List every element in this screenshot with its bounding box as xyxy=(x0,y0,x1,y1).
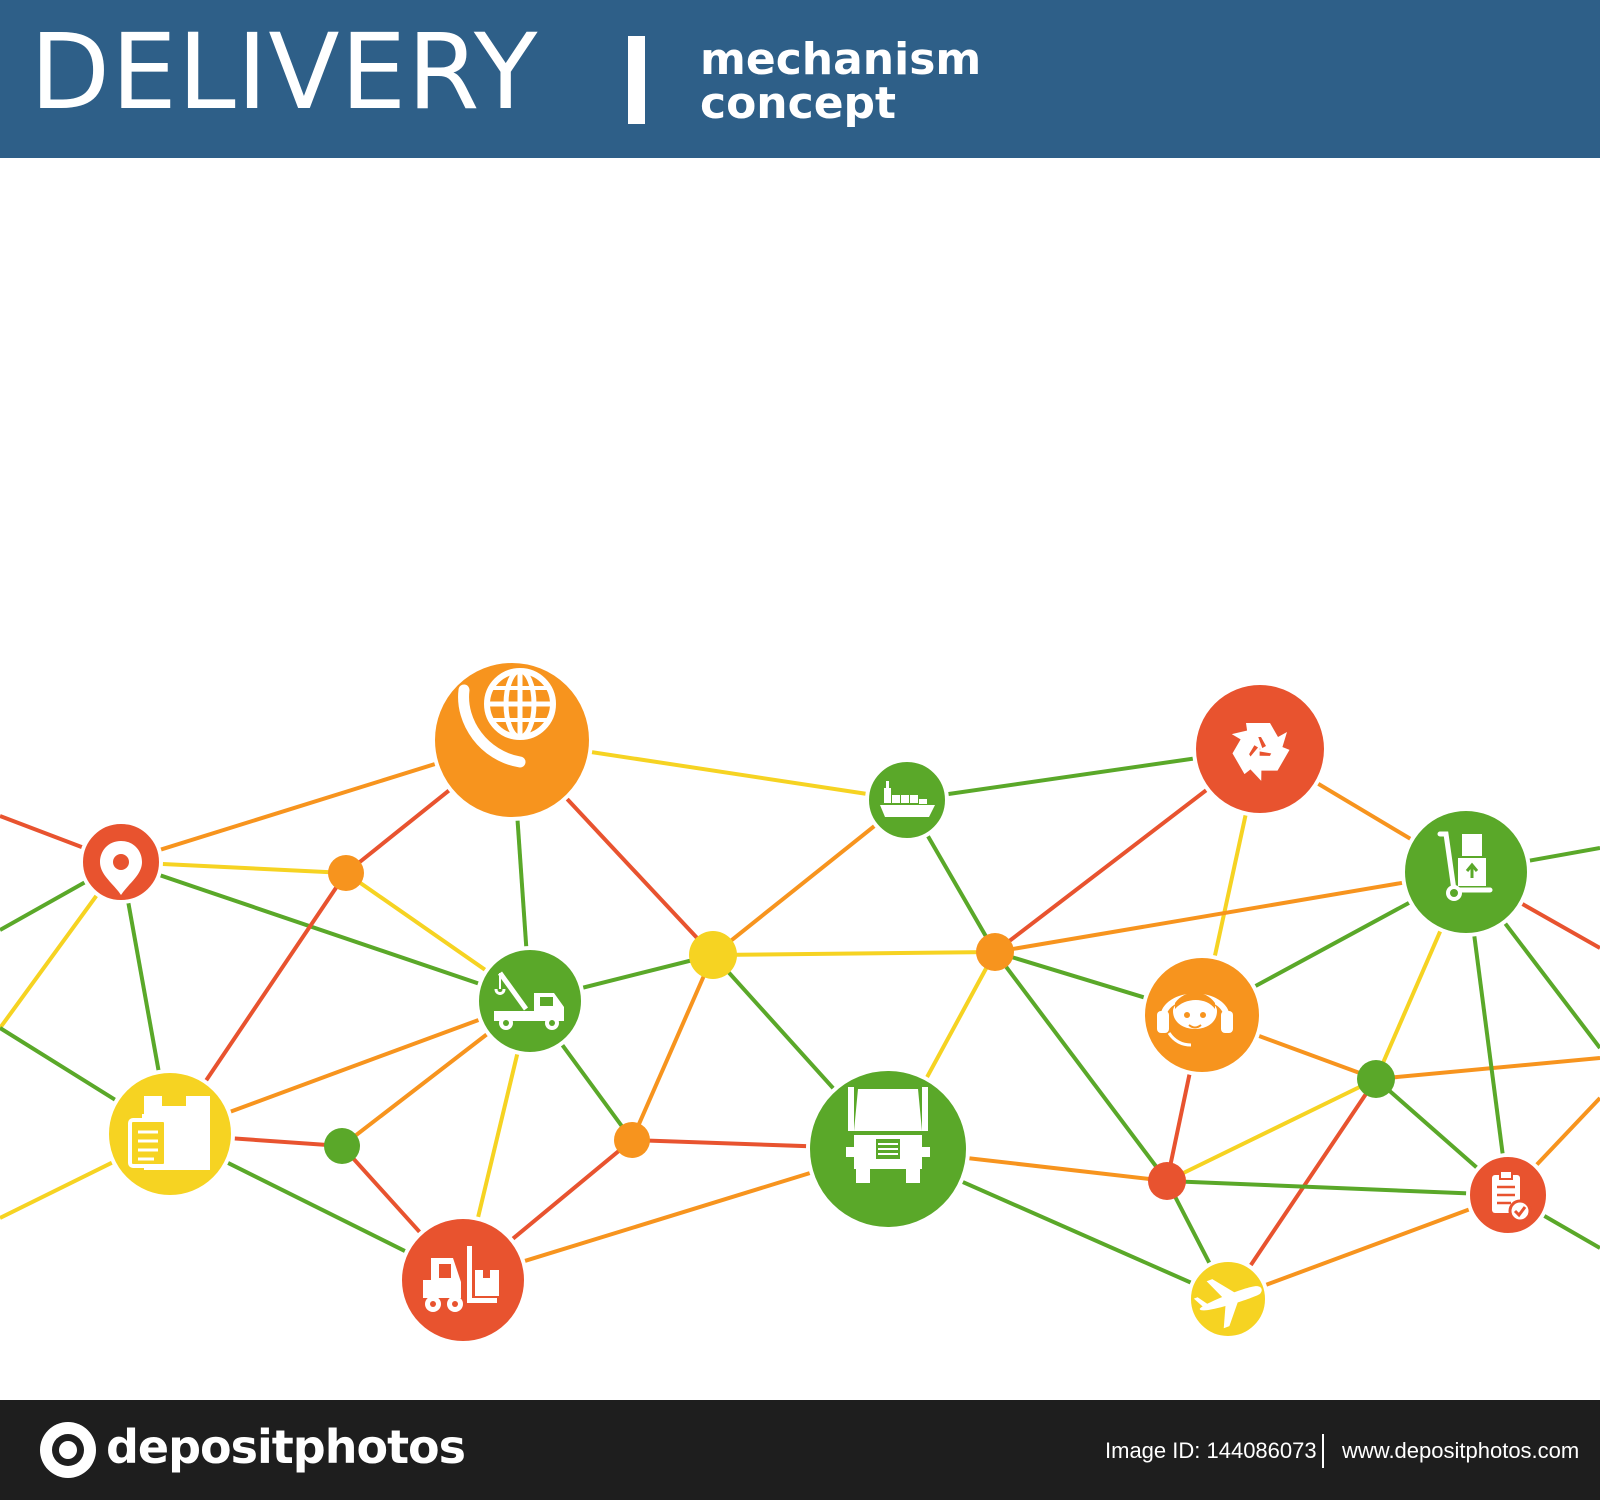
edge-d7-plane xyxy=(1226,1077,1378,1301)
image-id-label: Image ID: 144086073 xyxy=(1105,1438,1317,1463)
footer-logo-text: depositphotos xyxy=(106,1420,466,1474)
connection-lines xyxy=(0,738,1600,1301)
support-operator-icon xyxy=(1157,992,1233,1047)
network-nodes xyxy=(79,659,1550,1345)
edge-d3-handtruck xyxy=(994,870,1467,954)
checklist-icon xyxy=(1492,1170,1532,1223)
subtitle-line-1: mechanism xyxy=(700,34,982,85)
hand-truck-icon xyxy=(1437,831,1493,901)
node-towtruck xyxy=(475,946,585,1056)
page-subtitle: mechanism concept xyxy=(700,38,981,126)
footer-bar: depositphotos Image ID: 144086073 www.de… xyxy=(0,1400,1600,1500)
globe-phone-icon xyxy=(458,668,556,768)
tow-truck-icon xyxy=(494,971,564,1030)
edge-d7-d6 xyxy=(1166,1077,1377,1183)
edge-plane-checklist xyxy=(1227,1193,1509,1301)
forklift-icon xyxy=(423,1246,499,1312)
cargo-ship-icon xyxy=(880,781,935,817)
box-clipboard-icon xyxy=(128,1096,210,1170)
site-url-link[interactable]: www.depositphotos.com xyxy=(1342,1438,1580,1463)
junction-dot-d5 xyxy=(614,1122,650,1158)
junction-dot-d3 xyxy=(976,933,1014,971)
junction-dot-d7 xyxy=(1357,1060,1395,1098)
node-recycle xyxy=(1192,681,1328,817)
node-globe xyxy=(431,659,593,821)
node-forklift xyxy=(398,1215,528,1345)
edge-offcanvas-7 xyxy=(1375,1056,1600,1081)
junction-dot-d4 xyxy=(324,1128,360,1164)
page-title: DELIVERY xyxy=(30,11,539,133)
edge-d2-d5 xyxy=(630,954,715,1141)
location-pin-icon xyxy=(100,841,142,895)
airplane-icon xyxy=(1193,1279,1262,1329)
edge-location-towtruck xyxy=(120,860,531,1003)
junction-dot-d1 xyxy=(328,855,364,891)
camera-logo-icon xyxy=(40,1422,96,1478)
subtitle-line-2: concept xyxy=(700,78,897,129)
truck-icon xyxy=(846,1087,930,1183)
recycle-icon xyxy=(1231,723,1290,781)
title-separator xyxy=(628,36,645,124)
header-banner: DELIVERY mechanism concept xyxy=(0,0,1600,158)
network-diagram xyxy=(0,659,1600,1345)
junction-dot-d2 xyxy=(689,931,737,979)
edge-d6-checklist xyxy=(1166,1179,1509,1197)
footer-divider xyxy=(1322,1434,1324,1468)
edge-d2-d3 xyxy=(712,950,996,957)
junction-dot-d6 xyxy=(1148,1162,1186,1200)
edge-d3-d6 xyxy=(993,950,1169,1183)
node-icons xyxy=(100,668,1532,1329)
